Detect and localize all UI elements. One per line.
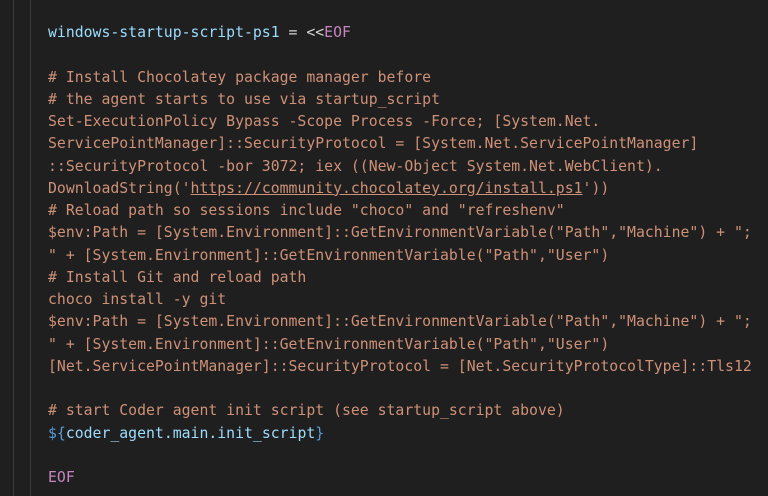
indent-guide: [13, 0, 14, 496]
code-line: [Net.ServicePointManager]::SecurityProto…: [48, 356, 768, 378]
code-line: EOF: [48, 467, 768, 489]
code-token: DownloadString(': [48, 179, 191, 197]
code-token: }: [315, 424, 325, 442]
code-token: [Net.ServicePointManager]::SecurityProto…: [48, 357, 752, 375]
code-line: Set-ExecutionPolicy Bypass -Scope Proces…: [48, 111, 768, 133]
code-line: ServicePointManager]::SecurityProtocol =…: [48, 133, 768, 155]
code-line: " + [System.Environment]::GetEnvironment…: [48, 334, 768, 356]
code-token: ${: [48, 424, 66, 442]
code-line: # Install Chocolatey package manager bef…: [48, 67, 768, 89]
code-line: ${coder_agent.main.init_script}: [48, 423, 768, 445]
code-token: EOF: [48, 469, 75, 486]
code-token: ServicePointManager]::SecurityProtocol =…: [48, 135, 699, 153]
code-token: # start Coder agent init script (see sta…: [48, 402, 565, 420]
code-line: [48, 44, 768, 66]
code-line: # Install Git and reload path: [48, 267, 768, 289]
code-line: [48, 445, 768, 467]
code-line: [48, 378, 768, 400]
code-token: Set-ExecutionPolicy Bypass -Scope Proces…: [48, 113, 601, 130]
code-line: ::SecurityProtocol -bor 3072; iex ((New-…: [48, 156, 768, 178]
code-link[interactable]: https://community.chocolatey.org/install…: [190, 179, 583, 197]
code-line: # the agent starts to use via startup_sc…: [48, 89, 768, 111]
code-token: $env:Path = [System.Environment]::GetEnv…: [48, 224, 752, 242]
code-line: " + [System.Environment]::GetEnvironment…: [48, 245, 768, 267]
code-line: # Reload path so sessions include "choco…: [48, 200, 768, 222]
code-token: " + [System.Environment]::GetEnvironment…: [48, 335, 610, 353]
code-token: # the agent starts to use via startup_sc…: [48, 90, 440, 108]
code-editor[interactable]: windows-startup-script-ps1 = <<EOF # Ins…: [48, 22, 768, 489]
code-line: windows-startup-script-ps1 = <<EOF: [48, 22, 768, 44]
code-token: ::SecurityProtocol -bor 3072; iex ((New-…: [48, 157, 663, 175]
code-token: coder_agent.main.init_script: [65, 424, 316, 442]
code-token: choco install -y git: [48, 291, 227, 308]
indent-guide: [30, 0, 31, 496]
code-line: choco install -y git: [48, 289, 768, 311]
code-token: windows-startup-script-ps1: [48, 24, 280, 41]
code-token: " + [System.Environment]::GetEnvironment…: [48, 246, 610, 264]
code-line: DownloadString('https://community.chocol…: [48, 178, 768, 200]
code-token: = <<: [279, 24, 325, 41]
code-token: EOF: [324, 24, 351, 41]
code-line: # start Coder agent init script (see sta…: [48, 400, 768, 422]
code-token: # Reload path so sessions include "choco…: [48, 202, 565, 219]
code-token: # Install Chocolatey package manager bef…: [48, 68, 432, 86]
code-token: $env:Path = [System.Environment]::GetEnv…: [48, 313, 752, 331]
code-token: # Install Git and reload path: [48, 268, 307, 286]
code-line: $env:Path = [System.Environment]::GetEnv…: [48, 311, 768, 333]
code-line: $env:Path = [System.Environment]::GetEnv…: [48, 222, 768, 244]
code-token: ')): [582, 179, 610, 197]
